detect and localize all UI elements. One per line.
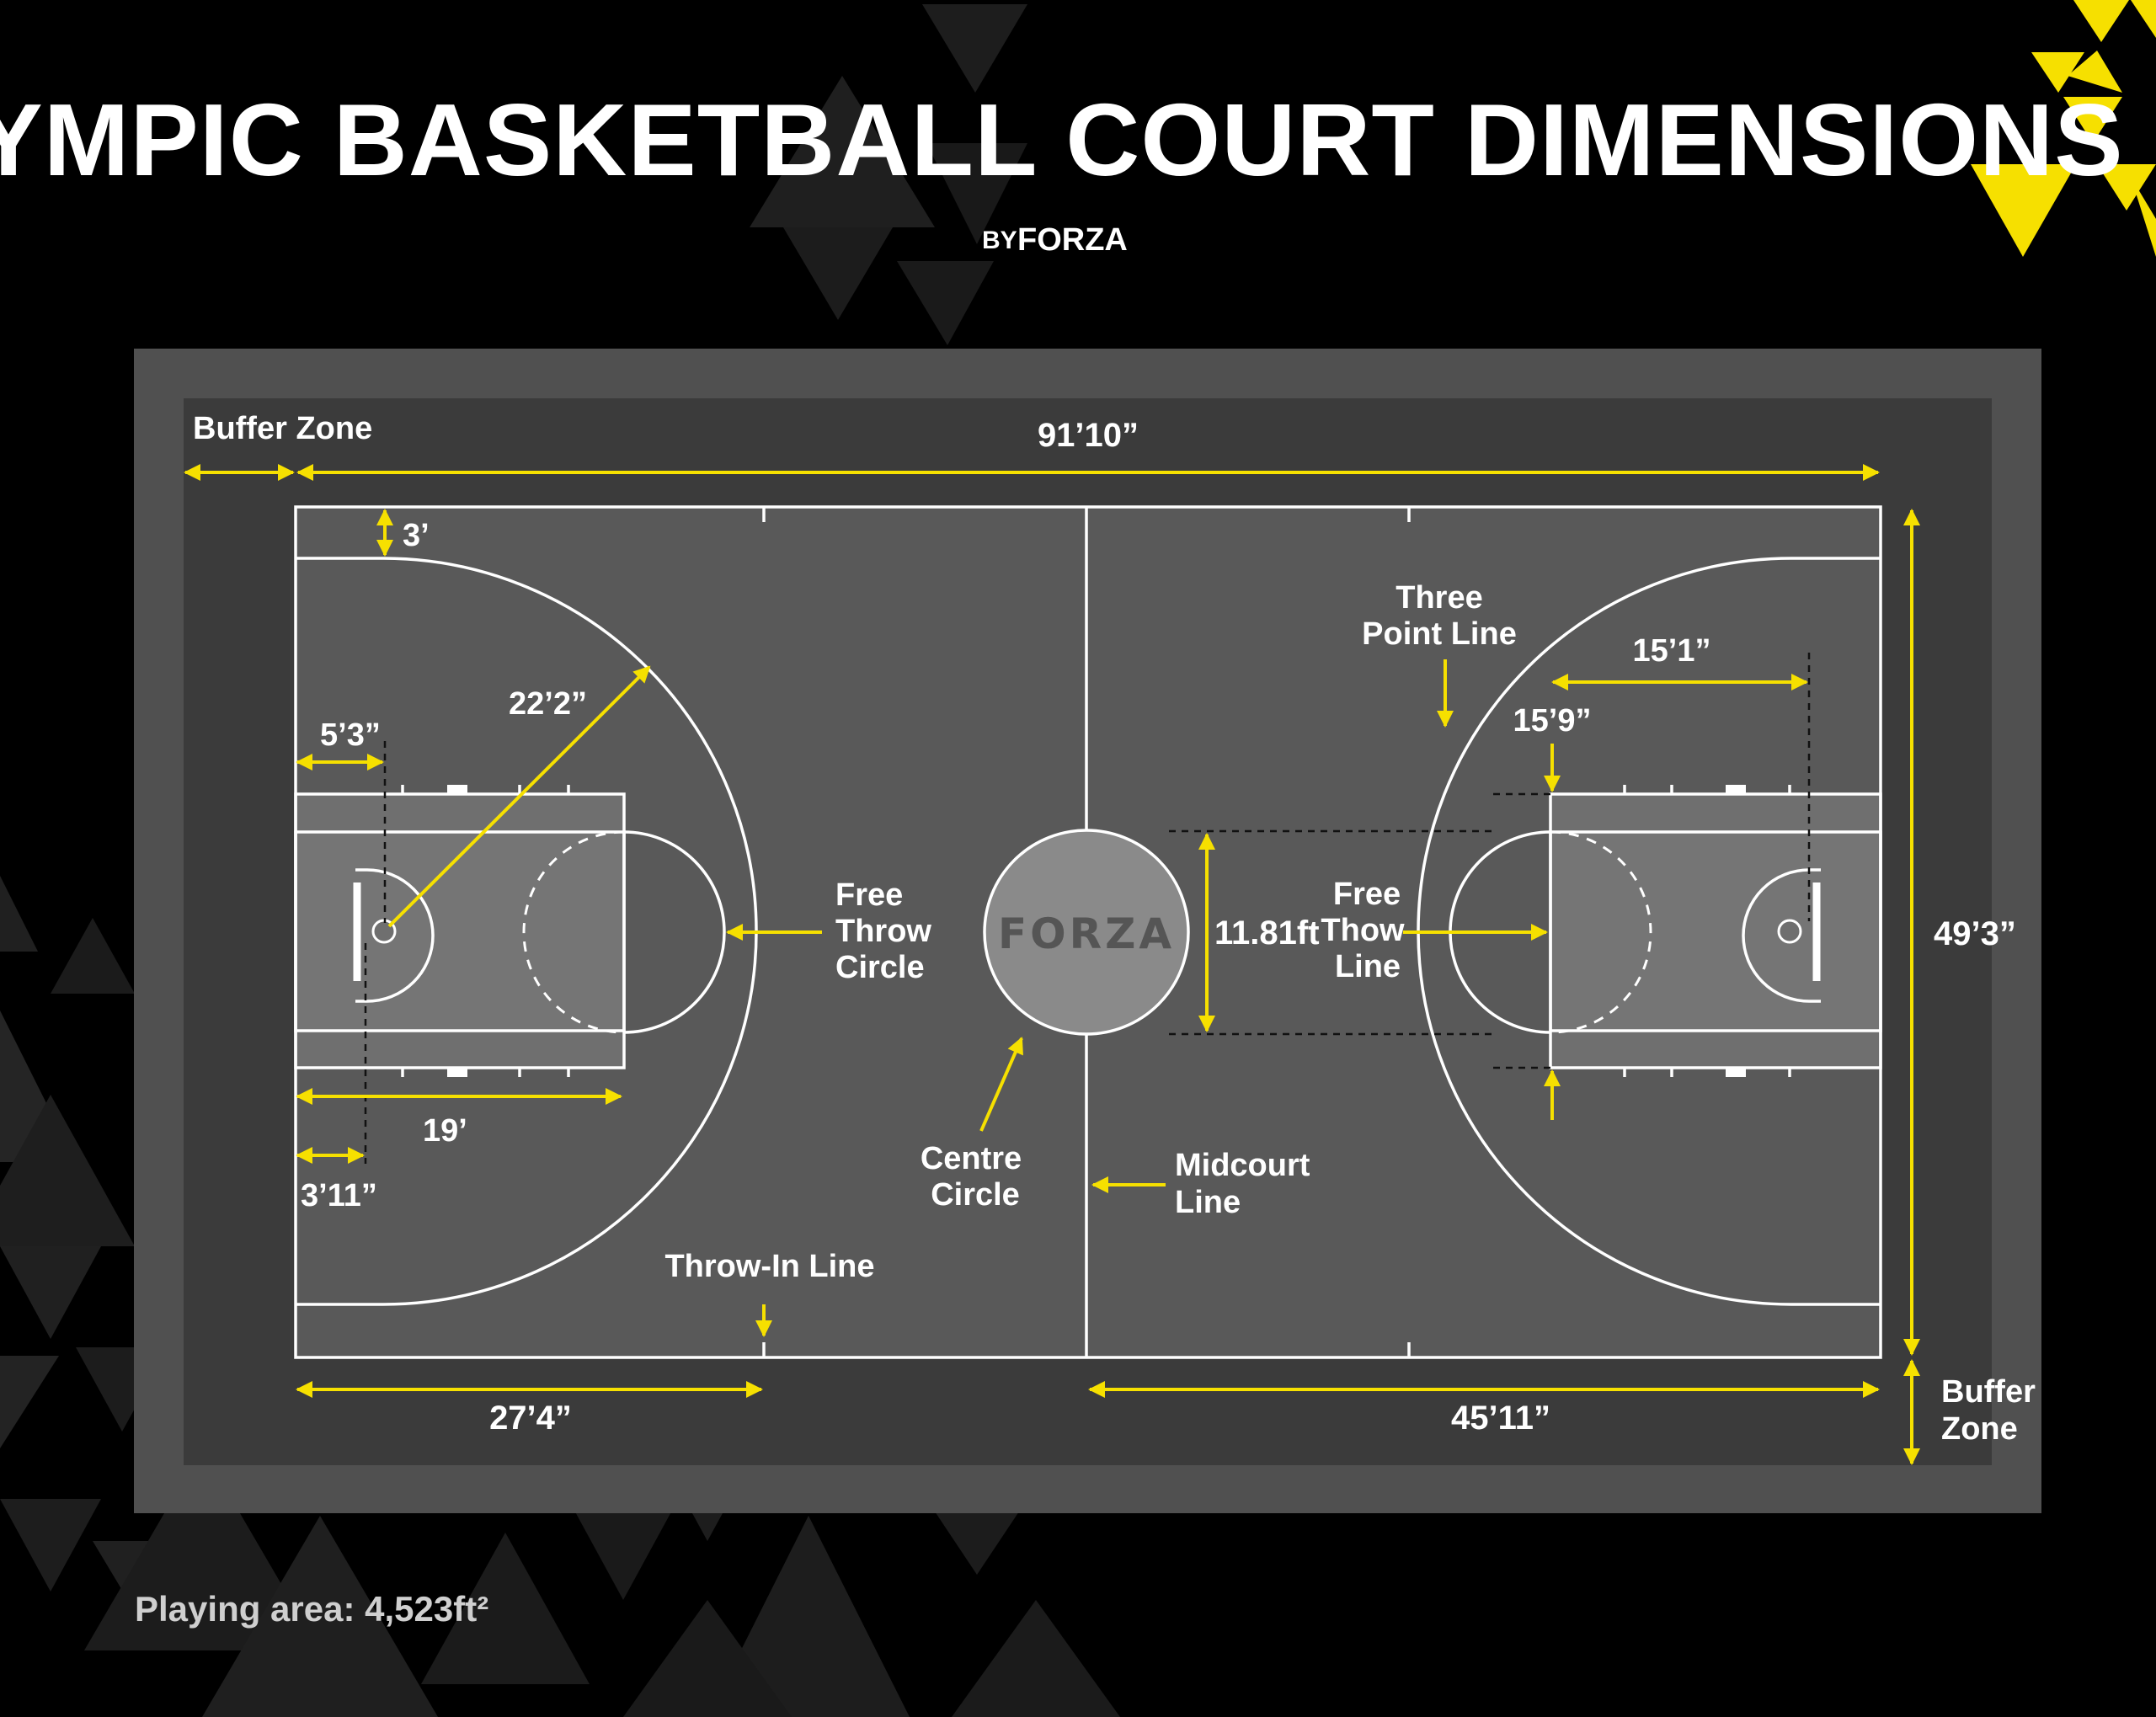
throw-in-distance-label: 27’4” <box>489 1400 572 1437</box>
overall-length-label: 91’10” <box>1038 417 1139 454</box>
centre-logo: FORZA <box>998 909 1175 958</box>
centre-circle-label-1: Centre <box>921 1141 1022 1176</box>
key-length-label: 19’ <box>423 1113 467 1149</box>
free-throw-circle-label-2: Throw <box>835 914 931 949</box>
buffer-zone-right-label-1: Buffer <box>1941 1374 2036 1410</box>
three-point-line-label-2: Point Line <box>1362 616 1517 652</box>
throw-in-line-label: Throw-In Line <box>664 1249 874 1284</box>
brand-triangles <box>1971 0 2156 257</box>
dimension-labels: Buffer Zone 91’10” 49’3” Buffer Zone 3’ … <box>193 411 2036 1447</box>
byline-brand: FORZA <box>1017 222 1128 258</box>
three-point-line-label-1: Three <box>1396 580 1482 616</box>
free-throw-line-label-2: Thow <box>1321 913 1405 948</box>
playing-area-label: Playing area: 4,523ft² <box>135 1589 488 1629</box>
corner-gap-label: 3’ <box>403 518 430 553</box>
free-throw-circle-label-1: Free <box>835 877 903 913</box>
three-point-radius-arrow <box>387 665 651 928</box>
three-point-radius-label: 22’2” <box>509 686 587 722</box>
free-throw-circle-label-3: Circle <box>835 950 925 985</box>
centre-circle <box>983 829 1190 1036</box>
free-throw-line-label-3: Line <box>1335 949 1401 984</box>
backboard-offset-label: 3’11” <box>301 1178 377 1213</box>
key-width-label: 15’9” <box>1513 703 1592 739</box>
overall-width-label: 49’3” <box>1934 915 2016 952</box>
hoop-offset-label: 5’3” <box>320 717 381 753</box>
midcourt-line-label-2: Line <box>1175 1185 1241 1220</box>
key-to-hoop-label: 15’1” <box>1633 633 1711 669</box>
free-throw-line-label-1: Free <box>1333 877 1401 912</box>
dimension-arrows <box>184 464 1920 1465</box>
left-key-inner <box>296 832 624 1031</box>
guide-lines <box>364 653 1811 1164</box>
buffer-zone-right-label-2: Zone <box>1941 1411 2018 1447</box>
buffer-zone-top-label: Buffer Zone <box>193 411 372 446</box>
centre-circle-arrow <box>979 1037 1023 1132</box>
byline: BY FORZA <box>982 222 1128 258</box>
right-key-inner <box>1550 832 1881 1031</box>
half-court-length-label: 45’11” <box>1451 1400 1550 1437</box>
midcourt-line-label-1: Midcourt <box>1175 1148 1310 1183</box>
byline-prefix: BY <box>982 227 1017 254</box>
centre-circle-label-2: Circle <box>931 1177 1020 1213</box>
page-title: OLYMPIC BASKETBALL COURT DIMENSIONS (FT) <box>0 83 2156 197</box>
centre-circle-diameter-label: 11.81ft <box>1214 914 1320 952</box>
